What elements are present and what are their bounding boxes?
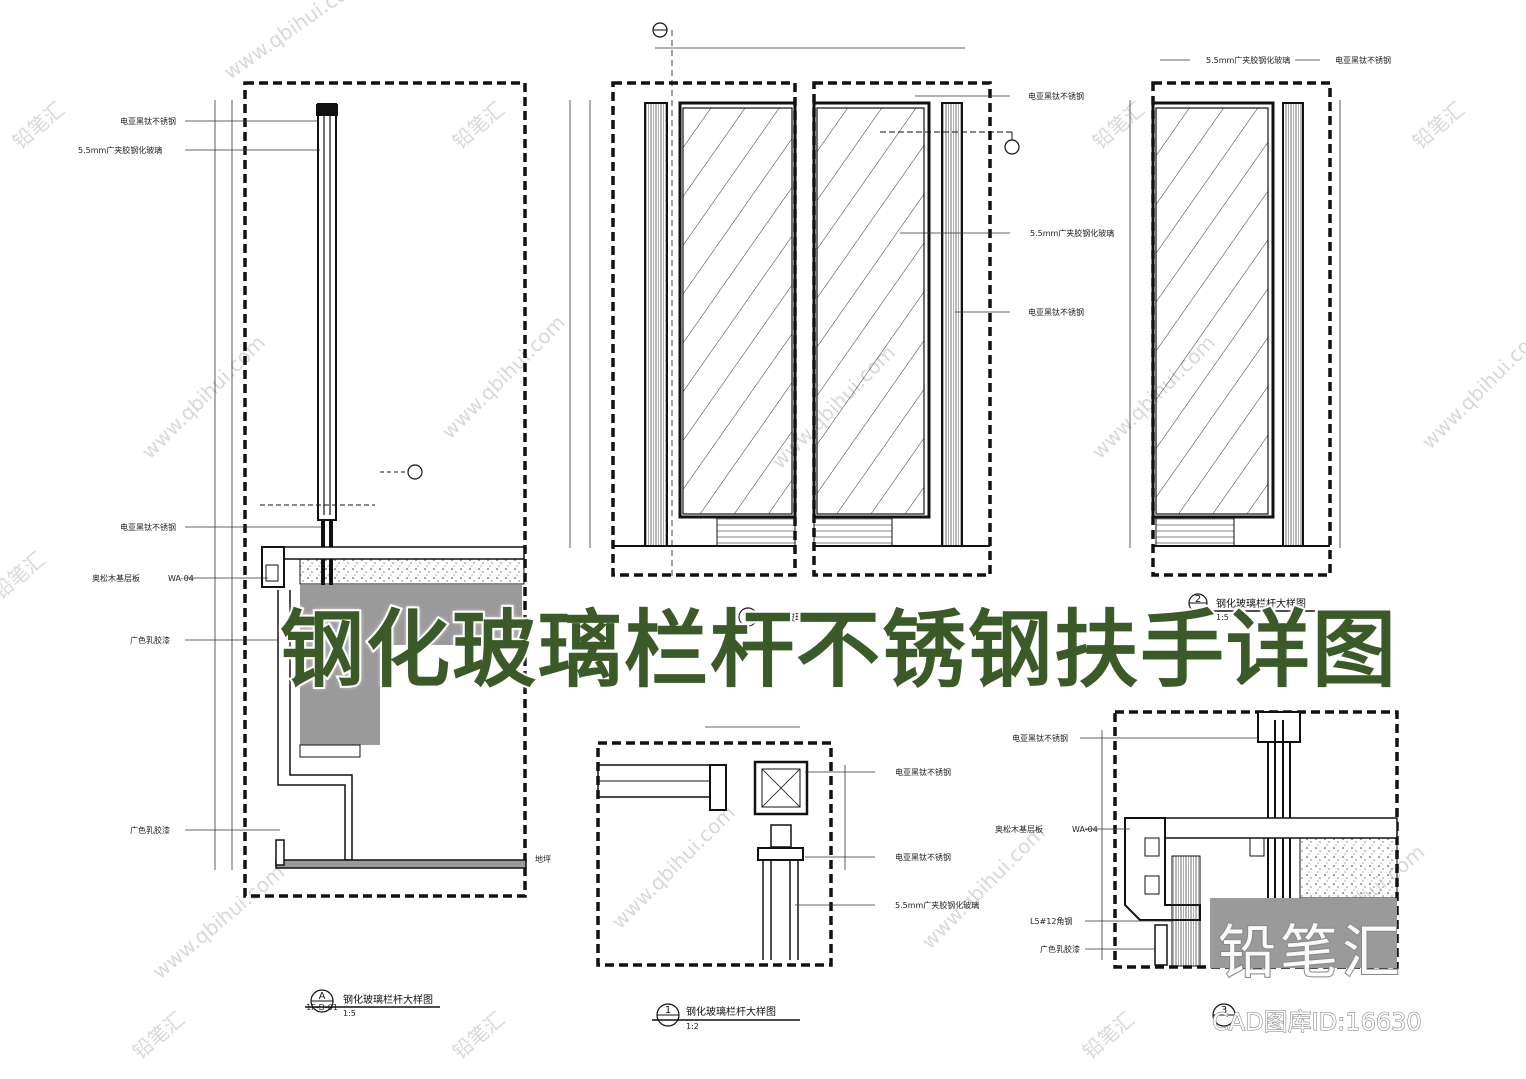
detail-b-caption: 钢化玻璃栏杆大样图 [765, 611, 855, 624]
detail-2-caption: 钢化玻璃栏杆大样图 [1216, 597, 1306, 610]
detail-2: 5.5mm广夹胶钢化玻璃 电亚黑钛不锈钢 2 钢化玻璃栏杆大样图 1:5 [1129, 55, 1391, 622]
detail-a-label-wood: 奥松木基层板 [92, 573, 140, 583]
detail-a-section-mark [407, 464, 423, 480]
watermark-tile: 铅笔汇 [128, 1007, 189, 1064]
watermark-tile: 铅笔汇 [8, 97, 69, 154]
watermark-tile: 铅笔汇 [448, 97, 509, 154]
watermark-tile: www.qbihui.com [219, 0, 368, 84]
detail-b-label-glass: 5.5mm广夹胶钢化玻璃 [1030, 228, 1114, 238]
watermark-tile: 铅笔汇 [1408, 97, 1469, 154]
detail-a-post [317, 103, 337, 521]
detail-3-tag: 3 [1221, 1005, 1227, 1016]
detail-3-label-woodtag: WA-04 [1072, 825, 1098, 834]
detail-a-label-ss: 电亚黑钛不锈钢 [120, 116, 176, 126]
watermark-tile: www.qbihui.com [137, 330, 270, 463]
detail-b-post-left [644, 102, 668, 547]
watermark-tile: 铅笔汇 [1078, 1007, 1139, 1064]
watermark-tile: www.qbihui.com [607, 800, 740, 933]
detail-a-label-glue: 广色乳胶漆 [130, 825, 170, 835]
detail-1-tag: 1 [665, 1005, 671, 1016]
watermark-id: CAD图库ID:16630 [1212, 1008, 1423, 1037]
detail-1-label-ss: 电亚黑钛不锈钢 [895, 767, 951, 777]
detail-a-slab-top [261, 546, 525, 560]
detail-a-leaders [185, 120, 322, 831]
detail-a-tag: A [319, 991, 326, 1002]
detail-2-label-ss: 电亚黑钛不锈钢 [1335, 55, 1391, 65]
detail-a: 地坪 电亚黑钛不锈钢 5.5mm广夹胶钢化玻璃 电亚黑钛不锈钢 奥松木基层板 W… [78, 81, 551, 1018]
detail-a-floor [275, 859, 527, 869]
watermark-tile: 铅笔汇 [448, 1007, 509, 1064]
detail-2-scale: 1:5 [1216, 613, 1229, 622]
detail-2-label-glass: 5.5mm广夹胶钢化玻璃 [1206, 55, 1290, 65]
watermark-tile: www.qbihui.com [148, 860, 289, 984]
detail-2-post [1282, 102, 1304, 547]
detail-b: 电亚黑钛不锈钢 5.5mm广夹胶钢化玻璃 电亚黑钛不锈钢 B 钢化玻璃栏杆大样图 [569, 22, 1114, 627]
detail-a-concrete [299, 558, 525, 585]
detail-a-label-woodtag: WA-04 [168, 574, 194, 583]
watermark-tile: 铅笔汇 [1088, 97, 1149, 154]
detail-2-tag: 2 [1195, 594, 1201, 605]
detail-b-label-ss: 电亚黑钛不锈钢 [1028, 307, 1084, 317]
watermark-tile: www.qbihui.com [917, 820, 1050, 953]
detail-3-label-ss: 电亚黑钛不锈钢 [1012, 733, 1068, 743]
detail-3-label-glue: 广色乳胶漆 [1040, 944, 1080, 954]
watermark-tile: 铅笔汇 [0, 547, 49, 604]
detail-b-label-ss: 电亚黑钛不锈钢 [1028, 91, 1084, 101]
watermark-brand: 铅笔汇 [1217, 917, 1405, 987]
detail-a-floor-label: 地坪 [535, 854, 551, 864]
detail-1-caption: 钢化玻璃栏杆大样图 [686, 1005, 776, 1018]
detail-3-label-angle: L5#12角钢 [1030, 916, 1072, 926]
detail-2-glass [1155, 107, 1269, 515]
detail-a-label-ss: 电亚黑钛不锈钢 [120, 522, 176, 532]
detail-b-post-right [941, 102, 963, 547]
detail-1-label-ss: 电亚黑钛不锈钢 [895, 852, 951, 862]
detail-b-glass-right [816, 107, 925, 515]
detail-1-post-section [753, 760, 809, 816]
detail-a-label-glass: 5.5mm广夹胶钢化玻璃 [78, 145, 162, 155]
detail-3-label-wood: 奥松木基层板 [995, 824, 1043, 834]
detail-a-label-glue: 广色乳胶漆 [130, 635, 170, 645]
watermark-tile: www.qbihui.com [437, 310, 570, 443]
detail-a-caption: 钢化玻璃栏杆大样图 [343, 993, 433, 1006]
detail-1-label-glass: 5.5mm广夹胶钢化玻璃 [895, 900, 979, 910]
detail-b-glass-left [682, 107, 793, 515]
detail-1-scale: 1:2 [686, 1022, 699, 1031]
detail-a-gray-fill [300, 585, 380, 745]
detail-a-frame [243, 81, 527, 898]
detail-a-scale: 1:5 [343, 1009, 356, 1018]
page-title: 钢化玻璃栏杆不锈钢扶手详图 [278, 599, 1399, 701]
detail-b-tag: B [745, 613, 752, 624]
watermark-tile: www.qbihui.com [1417, 320, 1526, 453]
detail-a-post-cap [316, 104, 338, 116]
detail-1: 电亚黑钛不锈钢 电亚黑钛不锈钢 5.5mm广夹胶钢化玻璃 1 钢化玻璃栏杆大样图… [596, 726, 979, 1031]
detail-3: 电亚黑钛不锈钢 奥松木基层板 WA-04 L5#12角钢 广色乳胶漆 3 [995, 710, 1399, 1027]
